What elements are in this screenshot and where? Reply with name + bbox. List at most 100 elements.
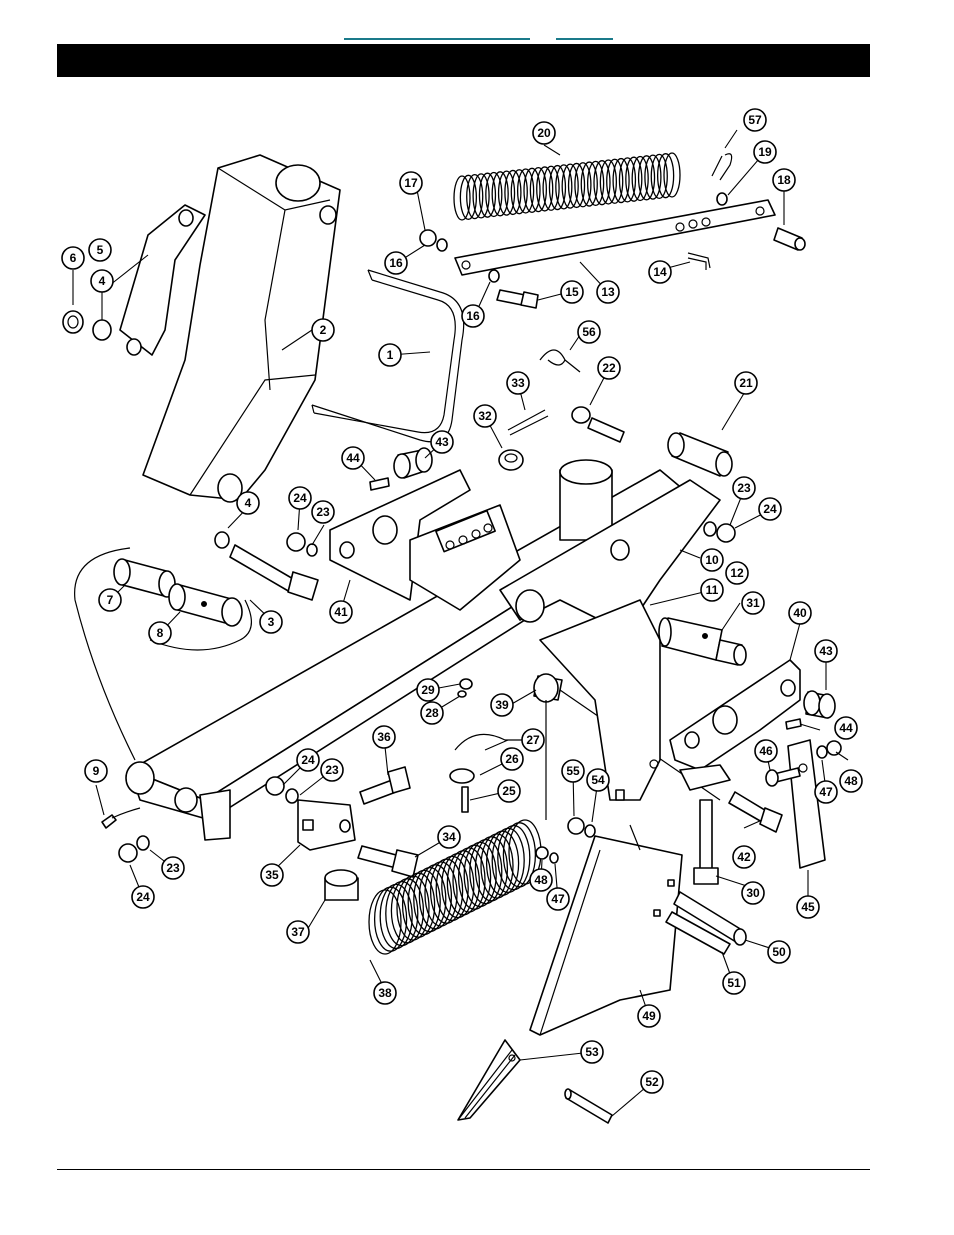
link-bar: [455, 200, 775, 275]
callout-label: 36: [377, 730, 391, 744]
roller-21: [668, 433, 732, 476]
nut-24-35: [266, 777, 284, 795]
callout-16: 16: [385, 252, 407, 274]
callout-23: 23: [312, 501, 334, 523]
callout-label: 29: [421, 683, 435, 697]
cotter-33: [508, 410, 548, 435]
washer-47-lower: [550, 853, 558, 863]
bushing-7: [114, 559, 175, 597]
callout-23: 23: [162, 857, 184, 879]
washer-23-right: [704, 522, 716, 536]
callout-label: 18: [777, 173, 791, 187]
callout-label: 31: [746, 596, 760, 610]
callout-3: 3: [260, 611, 282, 633]
spring-20: [454, 153, 680, 220]
callout-41: 41: [330, 601, 352, 623]
callout-label: 24: [293, 491, 307, 505]
callout-label: 56: [582, 325, 596, 339]
callout-label: 28: [425, 706, 439, 720]
nut-24-lower: [119, 844, 137, 862]
nut-22: [572, 407, 624, 442]
callout-label: 35: [265, 868, 279, 882]
callout-47: 47: [815, 781, 837, 803]
callout-57: 57: [744, 109, 766, 131]
callout-label: 51: [727, 976, 741, 990]
callout-label: 17: [404, 176, 418, 190]
callout-label: 30: [746, 886, 760, 900]
callout-label: 4: [99, 274, 106, 288]
callout-43: 43: [431, 431, 453, 453]
callout-label: 47: [551, 892, 565, 906]
callout-17: 17: [400, 172, 422, 194]
callout-42: 42: [733, 846, 755, 868]
bolt-15: [497, 290, 538, 308]
nut-17: [420, 230, 436, 246]
upper-arm: [143, 155, 340, 502]
footer-rule: [57, 1169, 870, 1170]
callout-56: 56: [578, 321, 600, 343]
callout-1: 1: [379, 344, 401, 366]
callout-40: 40: [789, 602, 811, 624]
callout-label: 8: [157, 626, 164, 640]
callout-label: 23: [737, 481, 751, 495]
callout-label: 21: [739, 376, 753, 390]
pin-18: [774, 228, 805, 250]
callout-24: 24: [132, 886, 154, 908]
callout-label: 22: [602, 361, 616, 375]
callout-46: 46: [755, 740, 777, 762]
bolt-3: [230, 545, 318, 600]
callout-53: 53: [581, 1041, 603, 1063]
callout-label: 39: [495, 698, 509, 712]
callout-36: 36: [373, 726, 395, 748]
callout-label: 5: [97, 243, 104, 257]
callout-51: 51: [723, 972, 745, 994]
callout-29: 29: [417, 679, 439, 701]
callout-label: 14: [653, 265, 667, 279]
callout-48: 48: [840, 770, 862, 792]
callout-32: 32: [474, 405, 496, 427]
callout-44: 44: [835, 717, 857, 739]
callout-label: 42: [737, 850, 751, 864]
callout-25: 25: [498, 780, 520, 802]
bolt-30: [694, 800, 718, 884]
callout-label: 33: [511, 376, 525, 390]
bushing-8: [169, 584, 242, 626]
callout-label: 55: [566, 764, 580, 778]
callout-label: 24: [301, 753, 315, 767]
pin-14: [688, 253, 710, 270]
callout-37: 37: [287, 921, 309, 943]
pin-44-right: [786, 719, 801, 729]
callout-15: 15: [561, 281, 583, 303]
callout-13: 13: [597, 281, 619, 303]
washer-47-right: [817, 746, 827, 758]
callout-label: 24: [763, 502, 777, 516]
callout-28: 28: [421, 702, 443, 724]
callout-7: 7: [99, 589, 121, 611]
callout-label: 49: [642, 1009, 656, 1023]
callout-label: 38: [378, 986, 392, 1000]
callout-label: 32: [478, 409, 492, 423]
callout-44: 44: [342, 447, 364, 469]
callout-label: 13: [601, 285, 615, 299]
nut-24-right: [717, 524, 735, 542]
callout-38: 38: [374, 982, 396, 1004]
callout-label: 50: [772, 945, 786, 959]
callout-label: 37: [291, 925, 305, 939]
callout-55: 55: [562, 760, 584, 782]
callout-label: 23: [316, 505, 330, 519]
callout-34: 34: [438, 826, 460, 848]
washer-4-lower: [215, 532, 229, 548]
callout-14: 14: [649, 261, 671, 283]
callout-label: 44: [839, 721, 853, 735]
washer-26: [450, 769, 474, 783]
callout-label: 3: [268, 615, 275, 629]
callout-label: 4: [245, 496, 252, 510]
washer-23-35: [286, 789, 298, 803]
plate-45: [788, 740, 825, 868]
callout-49: 49: [638, 1005, 660, 1027]
callout-label: 9: [93, 764, 100, 778]
nut-48-right: [827, 741, 841, 755]
bolt-34: [358, 846, 418, 877]
callout-4: 4: [91, 270, 113, 292]
callout-label: 23: [325, 763, 339, 777]
